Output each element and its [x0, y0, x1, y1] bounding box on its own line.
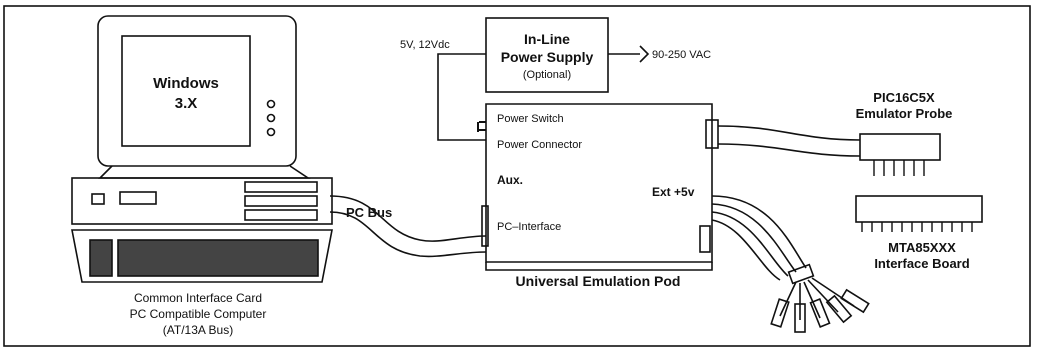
- monitor-text-windows: Windows: [153, 75, 219, 92]
- system-unit: [72, 178, 332, 224]
- computer-caption-line3: (AT/13A Bus): [163, 323, 233, 337]
- supply-input-label: 90-250 VAC: [652, 49, 711, 61]
- supply-output-label: 5V, 12Vdc: [400, 39, 450, 51]
- monitor-text-version: 3.X: [175, 95, 198, 112]
- supply-title-line2: Power Supply: [501, 49, 594, 65]
- computer-caption-line1: Common Interface Card: [134, 291, 262, 305]
- probe-title-line1: PIC16C5X: [873, 90, 935, 105]
- pod-pc-interface-label: PC–Interface: [497, 221, 561, 233]
- probe-title-line2: Emulator Probe: [856, 106, 953, 121]
- computer-caption-line2: PC Compatible Computer: [130, 307, 267, 321]
- emulator-probe: [860, 134, 940, 160]
- pod-caption: Universal Emulation Pod: [516, 273, 681, 289]
- pc-computer: [72, 16, 332, 282]
- pod-power-connector-label: Power Connector: [497, 139, 582, 151]
- pod-ext-label: Ext +5v: [652, 185, 695, 199]
- supply-title-line1: In-Line: [524, 31, 570, 47]
- board-title-line2: Interface Board: [874, 256, 969, 271]
- pod-power-switch-label: Power Switch: [497, 113, 564, 125]
- logic-probe-clips: [771, 278, 868, 332]
- supply-optional-note: (Optional): [523, 69, 571, 81]
- pod-aux-label: Aux.: [497, 173, 523, 187]
- interface-board: [856, 196, 982, 222]
- board-title-line1: MTA85XXX: [888, 240, 956, 255]
- pc-bus-label: PC Bus: [346, 205, 392, 220]
- probe-cable: [718, 126, 860, 140]
